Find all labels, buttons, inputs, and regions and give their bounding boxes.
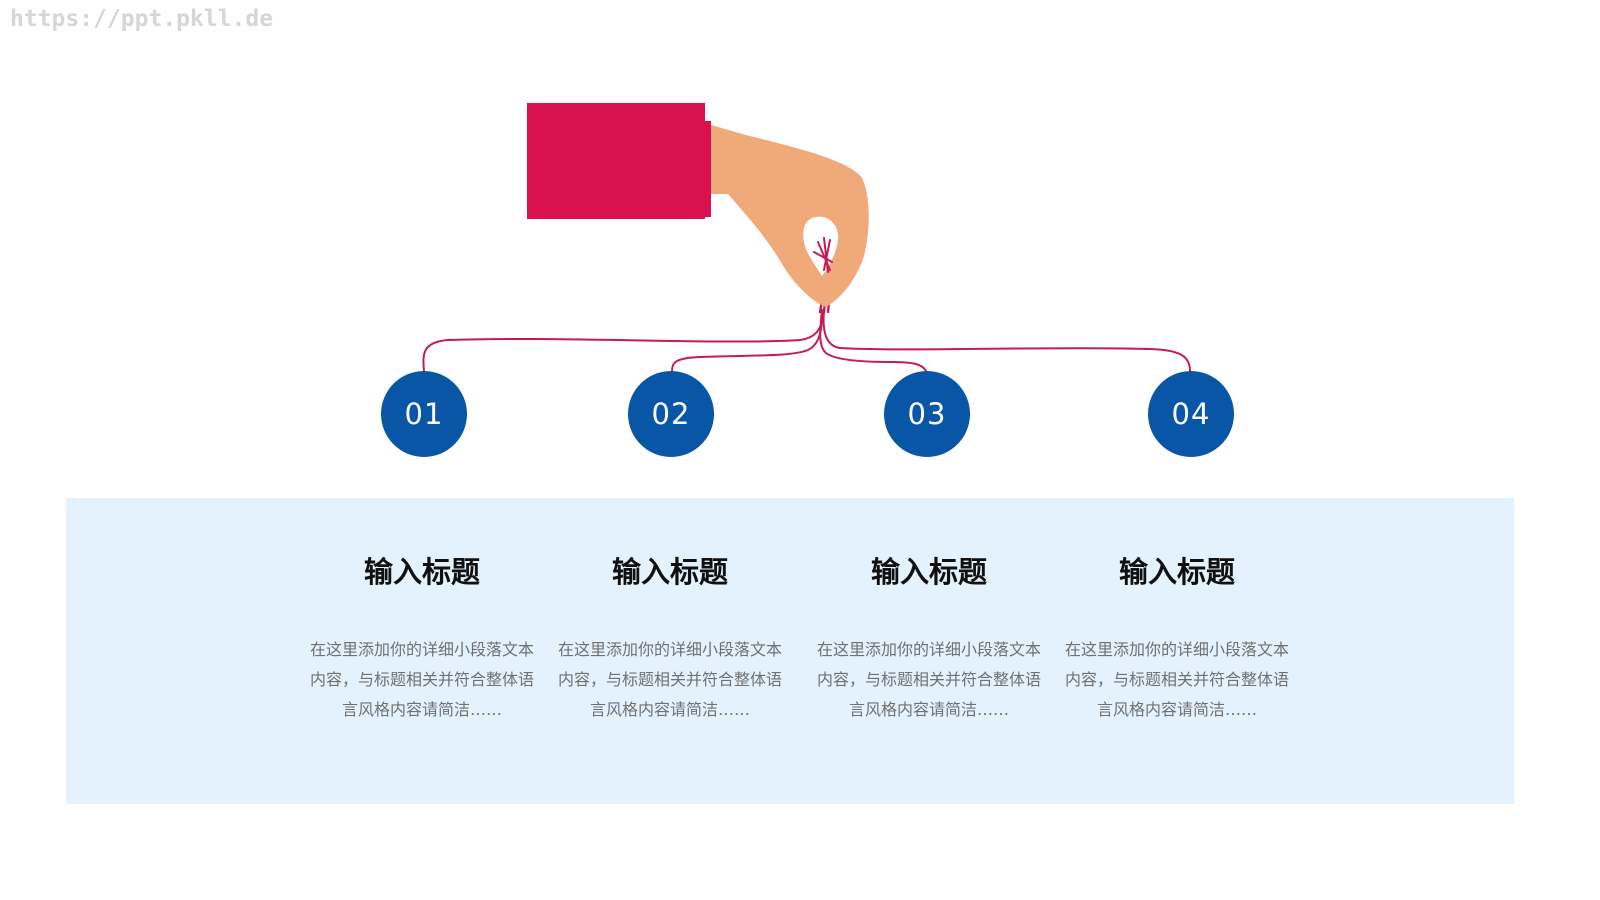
item-card-03: 输入标题 在这里添加你的详细小段落文本内容，与标题相关并符合整体语言风格内容请简… bbox=[809, 498, 1049, 725]
hand-icon bbox=[708, 124, 869, 307]
cuff-shape bbox=[703, 121, 711, 217]
step-number-02: 02 bbox=[628, 371, 714, 457]
item-card-02: 输入标题 在这里添加你的详细小段落文本内容，与标题相关并符合整体语言风格内容请简… bbox=[550, 498, 790, 725]
item-title: 输入标题 bbox=[363, 555, 480, 589]
string-to-02 bbox=[671, 311, 823, 372]
item-title: 输入标题 bbox=[611, 555, 728, 589]
item-body: 在这里添加你的详细小段落文本内容，与标题相关并符合整体语言风格内容请简洁…… bbox=[309, 640, 534, 719]
content-band bbox=[66, 498, 1514, 804]
item-title: 输入标题 bbox=[1118, 555, 1235, 589]
string-to-01 bbox=[422, 311, 825, 372]
string-to-03 bbox=[819, 309, 927, 372]
sleeve-shape bbox=[527, 103, 705, 219]
item-body: 在这里添加你的详细小段落文本内容，与标题相关并符合整体语言风格内容请简洁…… bbox=[557, 640, 782, 719]
item-body: 在这里添加你的详细小段落文本内容，与标题相关并符合整体语言风格内容请简洁…… bbox=[1064, 640, 1289, 719]
step-number-04: 04 bbox=[1148, 371, 1234, 457]
item-body: 在这里添加你的详细小段落文本内容，与标题相关并符合整体语言风格内容请简洁…… bbox=[816, 640, 1041, 719]
string-to-04 bbox=[822, 309, 1191, 372]
item-title: 输入标题 bbox=[870, 555, 987, 589]
string-knot bbox=[813, 237, 833, 273]
step-number-03: 03 bbox=[884, 371, 970, 457]
string-lines bbox=[422, 288, 1191, 372]
item-card-04: 输入标题 在这里添加你的详细小段落文本内容，与标题相关并符合整体语言风格内容请简… bbox=[1057, 498, 1297, 725]
watermark-url: https://ppt.pkll.de bbox=[10, 6, 274, 32]
item-card-01: 输入标题 在这里添加你的详细小段落文本内容，与标题相关并符合整体语言风格内容请简… bbox=[302, 498, 542, 725]
step-number-01: 01 bbox=[381, 371, 467, 457]
